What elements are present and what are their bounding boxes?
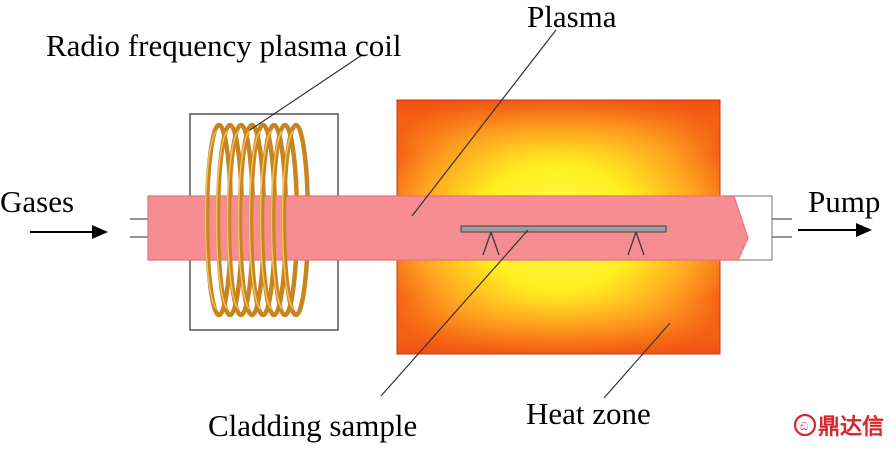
label-pump: Pump bbox=[808, 184, 880, 219]
coil-loop-highlight bbox=[259, 130, 273, 310]
coil-loop-highlight bbox=[226, 130, 240, 310]
coil-loop-highlight bbox=[248, 130, 262, 310]
heat-zone-leader-line bbox=[603, 322, 671, 399]
watermark-logo-icon bbox=[793, 413, 817, 437]
coil-loop-highlight bbox=[237, 130, 251, 310]
coil-loop-highlight bbox=[270, 130, 284, 310]
watermark: ඩ 鼎达信 bbox=[793, 413, 884, 440]
label-cladding-sample: Cladding sample bbox=[208, 408, 417, 443]
plasma-leader-line bbox=[411, 29, 557, 217]
cladding-sample bbox=[460, 225, 667, 256]
label-gases: Gases bbox=[0, 184, 74, 219]
label-heat-zone: Heat zone bbox=[526, 396, 651, 431]
coil-loop-highlight bbox=[204, 130, 218, 310]
gas-inlet-arrow bbox=[30, 225, 108, 239]
coil-loop-highlight bbox=[281, 130, 295, 310]
pump-outlet-arrow bbox=[798, 223, 872, 237]
inlet-fitting bbox=[130, 218, 150, 238]
coil-leader-line bbox=[249, 54, 363, 131]
coil-loop-highlight bbox=[215, 130, 229, 310]
plasma-column bbox=[147, 195, 749, 261]
watermark-logo-mark: ඩ bbox=[800, 420, 808, 433]
watermark-text: 鼎达信 bbox=[818, 414, 884, 440]
outlet-fitting bbox=[772, 218, 792, 238]
label-plasma: Plasma bbox=[527, 0, 617, 34]
coil-front bbox=[204, 122, 297, 318]
label-plasma-coil: Radio frequency plasma coil bbox=[46, 28, 402, 63]
sample-leader-line bbox=[380, 229, 529, 397]
